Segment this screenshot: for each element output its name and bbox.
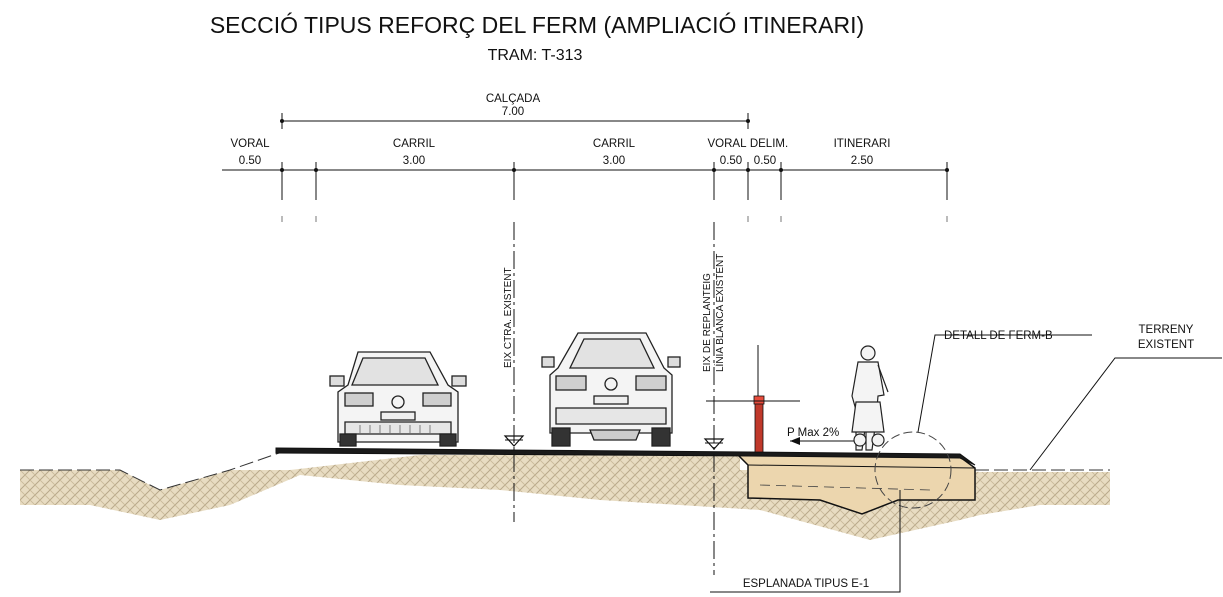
detail-label: DETALL DE FERM-B [944,330,1053,342]
dimension-calcada: CALÇADA 7.00 [280,93,750,129]
dimension-row: VORAL 0.50 CARRIL 3.00 CARRIL 3.00 VORAL… [222,138,949,222]
drawing-title: SECCIÓ TIPUS REFORÇ DEL FERM (AMPLIACIÓ … [210,12,864,38]
carril-2-value: 3.00 [603,155,625,167]
axis-ctra-label: EIX CTRA. EXISTENT [503,267,514,368]
person-with-stroller [851,345,889,451]
slope-label: P Max 2% [787,427,839,439]
drawing-subtitle: TRAM: T-313 [488,47,583,64]
detail-callout: DETALL DE FERM-B [874,330,1092,509]
esplanada-label: ESPLANADA TIPUS E-1 [743,578,869,590]
axis-replanteig-marker [703,438,725,450]
esplanada-dashed [759,484,931,491]
car-rear-1 [329,351,467,447]
delim-label: DELIM. [750,138,788,150]
subbase-layer [734,452,976,515]
terrain-label-1: TERRENY [1139,324,1194,336]
car-rear-2 [541,332,681,447]
carril-1-label: CARRIL [393,138,436,150]
axis-replanteig-label: EIX DE REPLANTEIG [702,273,713,372]
terrain-profile-line [20,451,283,491]
calcada-value: 7.00 [502,106,524,118]
axis-ctra-marker [503,435,525,447]
slope-indicator: P Max 2% [787,427,856,445]
terrain-label-2: EXISTENT [1138,339,1194,351]
itinerari-value: 2.50 [851,155,873,167]
itinerari-label: ITINERARI [834,138,891,150]
voral-right-label: VORAL [708,138,748,150]
voral-right-value: 0.50 [720,155,742,167]
subbase-top-line [747,464,976,469]
delimiter-post [706,345,800,453]
esplanada-callout: ESPLANADA TIPUS E-1 [710,490,901,593]
delim-value: 0.50 [754,155,776,167]
road-pavement [275,447,976,466]
linia-blanca-label: LÍNIA BLANCA EXISTENT [713,254,726,372]
voral-left-value: 0.50 [239,155,261,167]
calcada-label: CALÇADA [486,93,541,105]
carril-2-label: CARRIL [593,138,636,150]
carril-1-value: 3.00 [403,155,425,167]
terrain-callout: TERRENY EXISTENT [1029,324,1222,471]
voral-left-label: VORAL [231,138,271,150]
